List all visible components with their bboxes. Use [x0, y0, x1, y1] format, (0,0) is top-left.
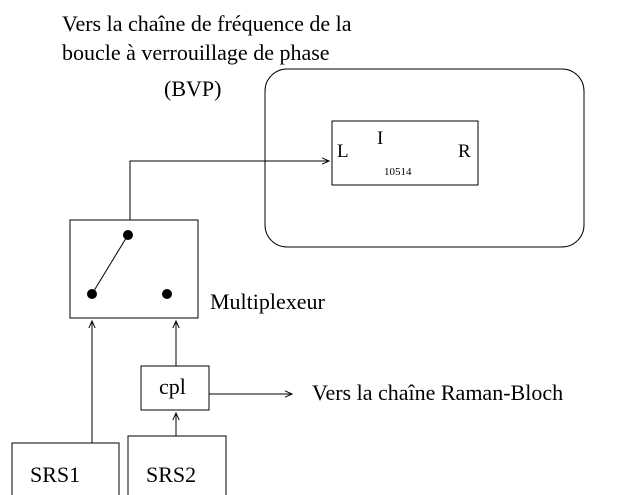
- srs1-box: [11, 442, 120, 495]
- multiplexer-common-contact: [123, 230, 133, 240]
- header-line-1: Vers la chaîne de fréquence de la: [62, 11, 352, 36]
- srs2-box: [127, 435, 227, 495]
- raman-bloch-label: Vers la chaîne Raman-Bloch: [312, 380, 563, 405]
- mixer-right-port-label: R: [458, 141, 471, 162]
- header-line-2: boucle à verrouillage de phase: [62, 40, 330, 65]
- srs1-label: SRS1: [30, 462, 80, 487]
- coupler-box: [140, 365, 210, 411]
- multiplexer-label: Multiplexeur: [210, 289, 326, 314]
- multiplexer-switch-arm: [91, 234, 129, 295]
- mixer-left-port-label: L: [337, 141, 349, 162]
- mixer-center-port-label: I: [377, 128, 383, 149]
- multiplexer-to-mixer-arrow: [129, 161, 329, 220]
- mixer-box: [331, 120, 479, 186]
- bvp-enclosure: [264, 68, 585, 248]
- mixer-model-label: 10514: [384, 166, 412, 178]
- multiplexer-box: [69, 219, 199, 319]
- multiplexer-input-1-contact: [87, 289, 97, 299]
- coupler-label: cpl: [159, 374, 186, 399]
- srs2-label: SRS2: [146, 462, 196, 487]
- header-line-3: (BVP): [164, 76, 221, 101]
- multiplexer-input-2-contact: [162, 289, 172, 299]
